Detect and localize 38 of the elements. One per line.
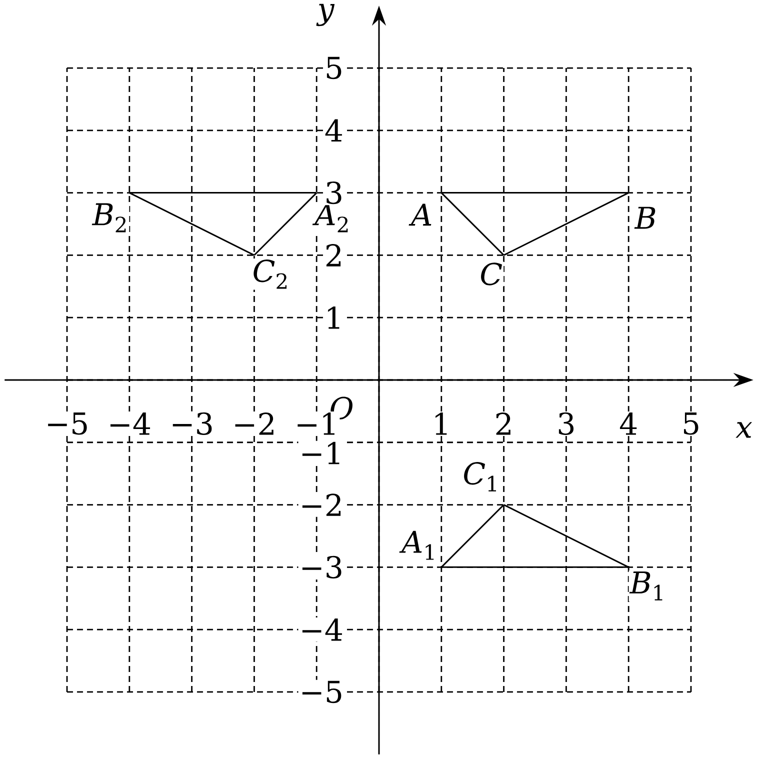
vertex-label: A <box>408 202 434 227</box>
triangle-side <box>441 192 629 194</box>
triangle-side <box>440 504 504 568</box>
tick-label: −5 <box>44 412 90 436</box>
tick-label: 4 <box>618 412 640 436</box>
triangle-side <box>441 566 629 568</box>
tick-label: 3 <box>556 411 577 436</box>
vertex-label: B$_{2}$ <box>91 202 130 234</box>
vertex-label: B <box>634 206 658 230</box>
tick-label: −2 <box>231 412 278 436</box>
triangle-side <box>129 192 255 256</box>
triangle-side <box>129 192 317 194</box>
axis-label: y <box>316 2 336 28</box>
tick-label: −3 <box>298 554 344 580</box>
vertex-label: C$_{2}$ <box>251 258 290 290</box>
vertex-label: B$_{1}$ <box>628 570 667 602</box>
tick-label: 2 <box>493 412 514 436</box>
triangle-side <box>503 504 629 568</box>
tick-label: −2 <box>298 492 344 517</box>
tick-label: 1 <box>323 305 344 330</box>
tick-label: 4 <box>323 118 344 143</box>
triangle-side <box>440 192 504 256</box>
tick-label: −4 <box>298 617 344 642</box>
tick-label: −1 <box>298 440 344 466</box>
vertex-label: C <box>478 262 504 286</box>
tick-label: 3 <box>323 180 344 206</box>
tick-label: 2 <box>323 243 344 268</box>
axis-label: x <box>734 421 754 439</box>
triangle-side <box>254 192 318 256</box>
vertex-label: C$_{1}$ <box>462 461 500 492</box>
tick-label: 1 <box>430 412 452 436</box>
tick-label: −5 <box>298 680 344 704</box>
tick-label: −3 <box>168 411 215 436</box>
tick-label: 5 <box>323 56 344 80</box>
triangle-side <box>503 192 629 256</box>
tick-label: −4 <box>106 412 153 436</box>
tick-label: 5 <box>680 412 702 436</box>
vertex-label: A$_{1}$ <box>399 530 438 561</box>
